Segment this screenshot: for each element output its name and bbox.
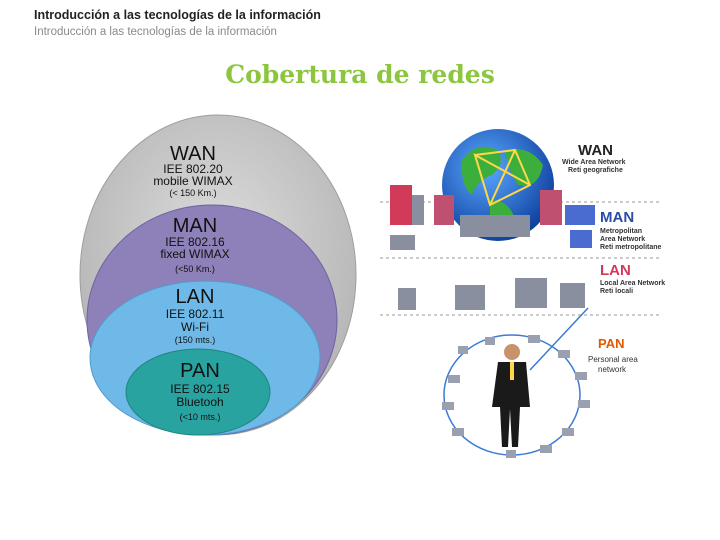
slide-title: Cobertura de redes xyxy=(225,60,495,89)
wan-range: (< 150 Km.) xyxy=(169,188,216,198)
man-tech: fixed WIMAX xyxy=(160,247,229,261)
ill-man-line2: Area Network xyxy=(600,236,645,243)
pan-circle xyxy=(125,348,271,436)
ill-man-line1: Metropolitan xyxy=(600,228,642,235)
coverage-circles: WAN IEE 802.20 mobile WIMAX (< 150 Km.) … xyxy=(79,114,357,436)
pan-devices-ring xyxy=(442,307,590,458)
pan-label: PAN xyxy=(180,360,220,382)
lan-label: LAN xyxy=(176,286,215,308)
pan-tech: Bluetooh xyxy=(176,395,223,409)
man-label: MAN xyxy=(173,215,217,237)
man-standard: IEE 802.16 xyxy=(165,235,225,249)
man-range: (<50 Km.) xyxy=(175,264,215,274)
person-icon xyxy=(492,344,530,447)
lan-standard: IEE 802.11 xyxy=(166,307,225,321)
lan-buildings-icon xyxy=(398,278,585,310)
ill-pan-title: PAN xyxy=(598,336,624,351)
lan-range: (150 mts.) xyxy=(175,335,216,345)
ill-wan-title: WAN xyxy=(578,142,613,159)
wan-label: WAN xyxy=(170,143,216,165)
wan-tech: mobile WIMAX xyxy=(153,174,232,188)
network-illustration: WAN Wide Area Network Reti geografiche M… xyxy=(380,129,665,458)
ill-lan-line1: Local Area Network xyxy=(600,280,665,287)
wan-standard: IEE 802.20 xyxy=(163,162,223,176)
ill-lan-title: LAN xyxy=(600,262,631,279)
ill-wan-line1: Wide Area Network xyxy=(562,159,626,166)
ill-man-line3: Reti metropolitane xyxy=(600,244,662,251)
pan-range: (<10 mts.) xyxy=(180,412,221,422)
ill-pan-line1: Personal area xyxy=(588,355,638,364)
course-subtitle: Introducción a las tecnologías de la inf… xyxy=(34,26,277,38)
buildings-icon xyxy=(390,185,595,250)
pan-standard: IEE 802.15 xyxy=(170,382,230,396)
lan-tech: Wi-Fi xyxy=(181,320,209,334)
ill-man-title: MAN xyxy=(600,209,634,226)
ill-pan-line2: network xyxy=(598,365,627,374)
ill-wan-line2: Reti geografiche xyxy=(568,167,623,174)
course-title: Introducción a las tecnologías de la inf… xyxy=(34,8,321,22)
ill-lan-line2: Reti locali xyxy=(600,288,633,295)
